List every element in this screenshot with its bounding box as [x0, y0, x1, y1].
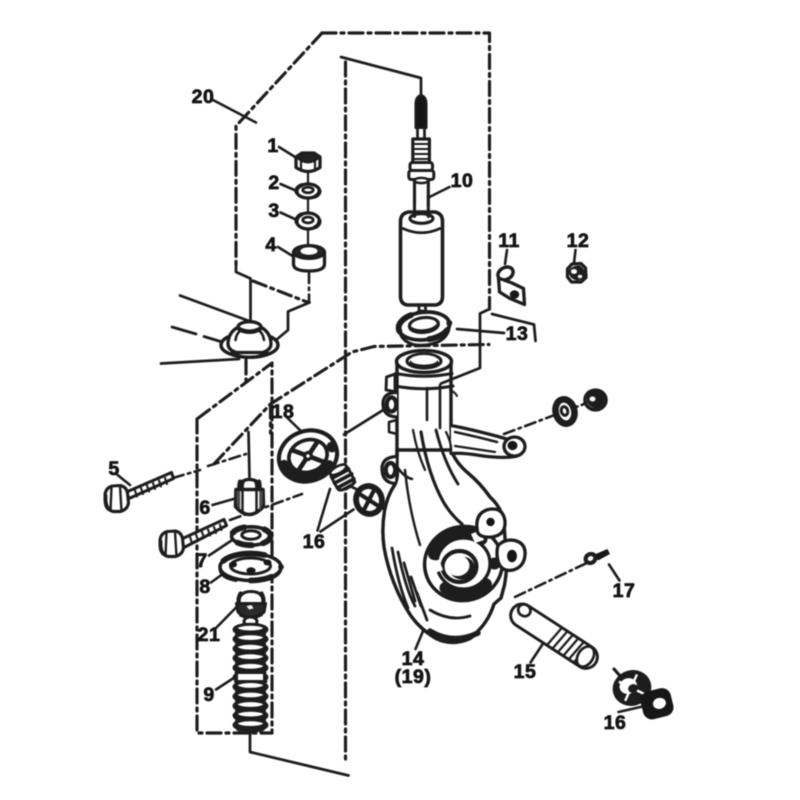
- svg-text:9: 9: [203, 684, 214, 706]
- svg-text:16: 16: [604, 712, 627, 734]
- svg-text:3: 3: [268, 200, 279, 222]
- svg-text:10: 10: [451, 170, 474, 192]
- svg-text:20: 20: [192, 86, 215, 108]
- svg-text:17: 17: [613, 580, 636, 602]
- svg-text:4: 4: [265, 234, 276, 256]
- svg-text:5: 5: [108, 458, 119, 480]
- svg-text:14: 14: [402, 648, 425, 670]
- svg-text:11: 11: [498, 230, 520, 252]
- svg-text:1: 1: [267, 135, 278, 157]
- svg-text:(19): (19): [395, 666, 432, 688]
- svg-text:7: 7: [196, 550, 207, 572]
- svg-text:2: 2: [268, 172, 279, 194]
- svg-text:8: 8: [199, 576, 210, 598]
- svg-text:15: 15: [514, 661, 537, 683]
- svg-text:6: 6: [199, 497, 210, 519]
- svg-text:21: 21: [198, 624, 221, 646]
- svg-text:12: 12: [567, 230, 590, 252]
- svg-text:13: 13: [506, 323, 529, 345]
- svg-text:18: 18: [272, 401, 295, 423]
- svg-text:16: 16: [303, 531, 326, 553]
